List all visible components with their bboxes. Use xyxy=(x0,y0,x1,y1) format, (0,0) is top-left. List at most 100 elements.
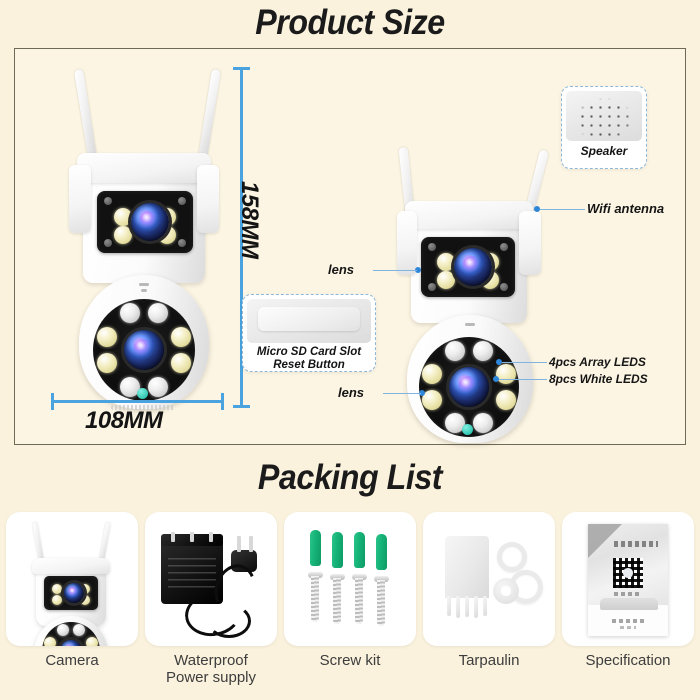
adapter-prong-icon xyxy=(171,532,175,542)
sd-cover-plate xyxy=(258,306,360,332)
dimension-cap-right xyxy=(221,393,224,410)
led-warm-icon xyxy=(52,595,62,605)
sd-slot-photo xyxy=(247,299,371,343)
product-size-panel: 158MM 108MM Micro SD Card Slot Reset But… xyxy=(14,48,686,445)
led-white-icon xyxy=(73,624,85,636)
tarpaulin-fringe xyxy=(465,596,469,617)
dimension-line-width xyxy=(51,400,224,403)
wall-anchor-icon xyxy=(376,534,387,570)
ir-sensor-icon xyxy=(178,239,186,247)
packing-list-row: Camera Waterproof Power supply xyxy=(6,512,694,692)
wall-anchor-icon xyxy=(332,532,343,568)
led-white-icon xyxy=(120,377,140,397)
led-white-icon xyxy=(148,303,168,323)
camera-side-wing-left xyxy=(397,211,417,275)
dome-camera-lens xyxy=(60,640,82,646)
led-white-icon xyxy=(473,413,493,433)
adapter-prong-icon xyxy=(190,532,194,542)
label-white-leds: 8pcs White LEDS xyxy=(549,372,648,386)
top-camera-lens xyxy=(131,203,169,241)
wall-anchor-icon xyxy=(354,532,365,568)
packing-card-power-supply[interactable] xyxy=(145,512,277,646)
packing-label-screw-kit: Screw kit xyxy=(319,652,381,669)
camera-front-view xyxy=(55,61,235,441)
packing-card-tarpaulin[interactable] xyxy=(423,512,555,646)
packing-item-specification[interactable]: Specification xyxy=(562,512,694,692)
callout-sd-card-slot[interactable]: Micro SD Card Slot Reset Button xyxy=(242,294,376,372)
packing-item-tarpaulin[interactable]: Tarpaulin xyxy=(423,512,555,692)
led-white-icon xyxy=(148,377,168,397)
led-warm-icon xyxy=(44,637,56,646)
packing-label-camera: Camera xyxy=(45,652,99,669)
dome-camera-lens xyxy=(124,330,164,370)
wall-anchor-icon xyxy=(310,530,321,566)
led-warm-icon xyxy=(114,208,132,226)
leader-dot-white-leds xyxy=(493,376,499,382)
antenna-right-icon xyxy=(198,68,221,160)
packing-item-screw-kit[interactable]: Screw kit xyxy=(284,512,416,692)
leader-line-lens-dome xyxy=(383,392,421,395)
power-adapter-body xyxy=(161,540,223,604)
top-lens-module xyxy=(97,191,193,253)
screw-shaft-icon xyxy=(355,578,363,624)
packing-card-screw-kit[interactable] xyxy=(284,512,416,646)
leader-dot-wifi-antenna xyxy=(534,206,540,212)
tarpaulin-fringe xyxy=(483,596,487,616)
top-camera-lens xyxy=(454,248,492,286)
ir-sensor-icon xyxy=(500,283,508,291)
dimension-line-height xyxy=(240,67,243,407)
ir-sensor-icon xyxy=(500,243,508,251)
top-camera-lens xyxy=(64,583,84,603)
packing-label-tarpaulin: Tarpaulin xyxy=(458,652,520,669)
speaker-photo xyxy=(566,91,642,141)
led-warm-icon xyxy=(422,364,442,384)
page-title-packing-list: Packing List xyxy=(257,458,443,497)
cable-loop xyxy=(207,604,251,638)
qr-code-icon xyxy=(613,558,643,588)
status-indicator-icon xyxy=(462,424,473,435)
packing-card-camera[interactable] xyxy=(6,512,138,646)
camera-side-wing-right xyxy=(519,211,541,275)
leader-dot-lens-dome xyxy=(419,390,425,396)
packing-item-camera[interactable]: Camera xyxy=(6,512,138,692)
screw-shaft-icon xyxy=(377,580,385,626)
ir-sensor-icon xyxy=(428,243,436,251)
led-warm-icon xyxy=(114,226,132,244)
dome-led-array xyxy=(419,337,519,437)
leader-dot-array-leds xyxy=(496,359,502,365)
packing-card-specification[interactable] xyxy=(562,512,694,646)
manual-footer-text xyxy=(612,619,644,623)
label-lens-dome: lens xyxy=(338,385,365,400)
dome-led-array xyxy=(93,299,195,401)
top-lens-module xyxy=(421,237,515,297)
ir-sensor-icon xyxy=(104,197,112,205)
camera-sunshade xyxy=(77,153,211,183)
antenna-left-icon xyxy=(74,68,97,160)
led-warm-icon xyxy=(437,253,455,271)
tarpaulin-fringe xyxy=(474,596,478,618)
screw-shaft-icon xyxy=(333,578,341,624)
led-warm-icon xyxy=(80,584,90,594)
screw-head-icon xyxy=(374,576,389,582)
dome-vent xyxy=(111,405,175,410)
camera-side-wing-left xyxy=(69,165,91,233)
status-indicator-icon xyxy=(137,388,148,399)
tarpaulin-fringe xyxy=(447,596,451,616)
speaker-grille-icon xyxy=(566,91,642,141)
led-white-icon xyxy=(57,624,69,636)
callout-speaker[interactable]: Speaker xyxy=(561,86,647,169)
microphone-slit xyxy=(139,283,149,286)
packing-item-power-supply[interactable]: Waterproof Power supply xyxy=(145,512,277,692)
label-array-leds: 4pcs Array LEDS xyxy=(549,355,646,369)
led-white-icon xyxy=(445,341,465,361)
packing-label-power-supply: Waterproof Power supply xyxy=(166,652,256,687)
tarpaulin-fringe xyxy=(456,596,460,618)
leader-line-white-leds xyxy=(499,378,547,381)
microphone-slit xyxy=(465,323,475,326)
packing-label-specification: Specification xyxy=(585,652,671,669)
adapter-label-text xyxy=(168,557,216,592)
manual-room-photo xyxy=(600,598,658,610)
led-white-icon xyxy=(445,413,465,433)
plug-prong-icon xyxy=(249,536,253,552)
leader-line-lens-top xyxy=(373,269,417,272)
